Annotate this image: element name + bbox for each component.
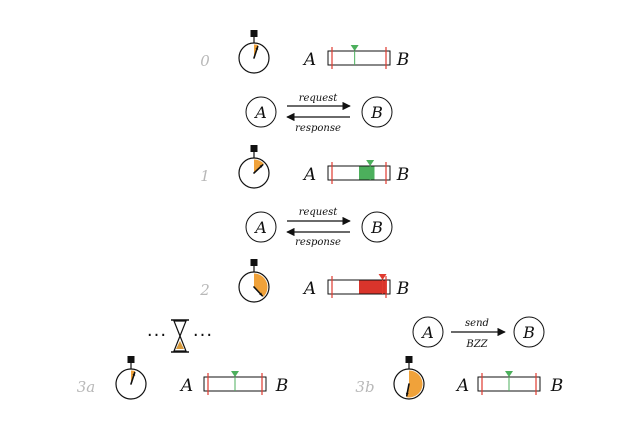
clock-hand-tip: [255, 46, 259, 50]
bar-left-label: A: [179, 376, 193, 396]
node-a-circle: [245, 211, 277, 243]
send-label: send: [465, 318, 489, 329]
clock-button: [405, 356, 413, 363]
bar-left-label: A: [302, 165, 316, 185]
clock-hand-tip: [259, 292, 263, 296]
clock-face: [238, 271, 270, 303]
node-b-label: B: [522, 323, 535, 342]
balance-bar: [327, 45, 391, 69]
row-step-1: 1 A B: [200, 145, 410, 189]
node-b-label: B: [370, 103, 383, 122]
row-step-2: 2 A B: [199, 259, 410, 303]
exchange-0: A B request response: [245, 93, 393, 134]
clock-face: [238, 42, 270, 74]
clock-face: [238, 157, 270, 189]
clock-elapsed-wedge: [254, 273, 268, 297]
node-a-label: A: [253, 218, 267, 237]
request-label: request: [299, 93, 339, 104]
response-label: response: [295, 123, 341, 134]
marker-triangle: [378, 274, 387, 280]
node-b-label: B: [370, 218, 383, 237]
step-label: 3a: [77, 378, 96, 396]
dots-left: ···: [147, 325, 167, 346]
marker-triangle: [366, 160, 375, 166]
stopwatch-icon: [393, 356, 425, 400]
clock-button: [127, 356, 135, 363]
exchange-1: A B request response: [245, 207, 393, 248]
node-b-circle: [513, 316, 545, 348]
balance-bar: [477, 371, 541, 395]
bar-right-label: B: [396, 50, 410, 70]
node-b-circle: [361, 96, 393, 128]
response-label: response: [295, 237, 341, 248]
clock-button: [250, 259, 258, 266]
send-exchange: A B send BZZ: [412, 316, 545, 350]
request-label: request: [299, 207, 339, 218]
bar-right-label: B: [275, 376, 289, 396]
hourglass-icon: [171, 319, 189, 353]
marker-triangle: [505, 371, 513, 377]
stopwatch-icon: [238, 145, 270, 189]
stopwatch-icon: [238, 30, 270, 74]
node-a-label: A: [420, 323, 434, 342]
clock-hand-tip: [259, 164, 263, 168]
bar-left-label: A: [302, 50, 316, 70]
node-b-circle: [361, 211, 393, 243]
node-a-circle: [412, 316, 444, 348]
dots-right: ···: [193, 325, 213, 346]
balance-bar: [327, 274, 391, 298]
stopwatch-icon: [238, 259, 270, 303]
bar-outline: [327, 279, 391, 295]
bar-right-label: B: [396, 279, 410, 299]
bar-left-label: A: [455, 376, 469, 396]
clock-face: [393, 368, 425, 400]
clock-button: [250, 145, 258, 152]
balance-bar: [203, 371, 267, 395]
step-label: 2: [199, 281, 210, 299]
balance-bar: [327, 160, 391, 184]
node-a-label: A: [253, 103, 267, 122]
clock-hand-tip: [132, 372, 136, 376]
clock-face: [115, 368, 147, 400]
bar-fill: [359, 280, 387, 294]
clock-button: [250, 30, 258, 37]
clock-hand-tip: [405, 392, 409, 396]
bar-right-label: B: [550, 376, 564, 396]
marker-triangle: [231, 371, 239, 377]
bar-outline: [327, 50, 391, 66]
marker-triangle: [350, 45, 359, 51]
step-label: 3b: [355, 378, 374, 396]
bar-fill: [359, 166, 375, 180]
bar-outline: [327, 165, 391, 181]
bar-left-label: A: [302, 279, 316, 299]
step-label: 0: [200, 52, 210, 70]
bzz-label: BZZ: [465, 339, 488, 350]
row-step-3a: 3a A B: [77, 356, 289, 400]
step-label: 1: [200, 167, 210, 185]
row-step-0: 0 A B: [200, 30, 410, 74]
row-step-3b: 3b A B: [355, 356, 564, 400]
clock-elapsed-wedge: [406, 370, 423, 398]
node-a-circle: [245, 96, 277, 128]
bar-right-label: B: [396, 165, 410, 185]
wait-indicator: ··· ···: [147, 319, 213, 353]
stopwatch-icon: [115, 356, 147, 400]
